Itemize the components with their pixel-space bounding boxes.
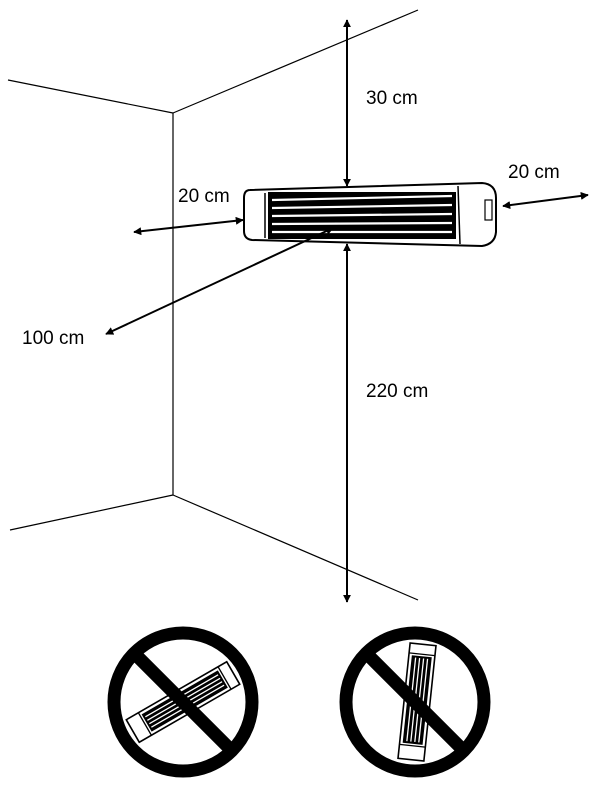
prohibition-circle bbox=[339, 626, 491, 778]
prohibition-slash bbox=[129, 648, 237, 756]
label-left: 20 cm bbox=[178, 186, 230, 207]
label-above: 30 cm bbox=[366, 88, 418, 109]
arrow-right bbox=[502, 191, 589, 210]
label-floor: 220 cm bbox=[366, 381, 428, 402]
patio-heater bbox=[243, 181, 497, 248]
clearance-arrows bbox=[105, 19, 589, 603]
heater-end-detail bbox=[484, 199, 493, 221]
ceiling-right-edge bbox=[172, 9, 419, 114]
room-corner bbox=[7, 9, 419, 601]
arrow-front bbox=[105, 227, 334, 335]
floor-left-edge bbox=[9, 494, 174, 531]
no-tilted-mounting-icon bbox=[107, 626, 259, 778]
arrow-left bbox=[133, 216, 244, 236]
prohibition-slash bbox=[361, 648, 469, 756]
floor-right-edge bbox=[172, 494, 419, 601]
label-right: 20 cm bbox=[508, 162, 560, 183]
no-vertical-mounting-icon bbox=[339, 626, 491, 778]
heater-right-cap bbox=[457, 185, 461, 245]
ceiling-left-edge bbox=[7, 79, 174, 114]
label-front: 100 cm bbox=[22, 328, 84, 349]
prohibition-circle bbox=[107, 626, 259, 778]
